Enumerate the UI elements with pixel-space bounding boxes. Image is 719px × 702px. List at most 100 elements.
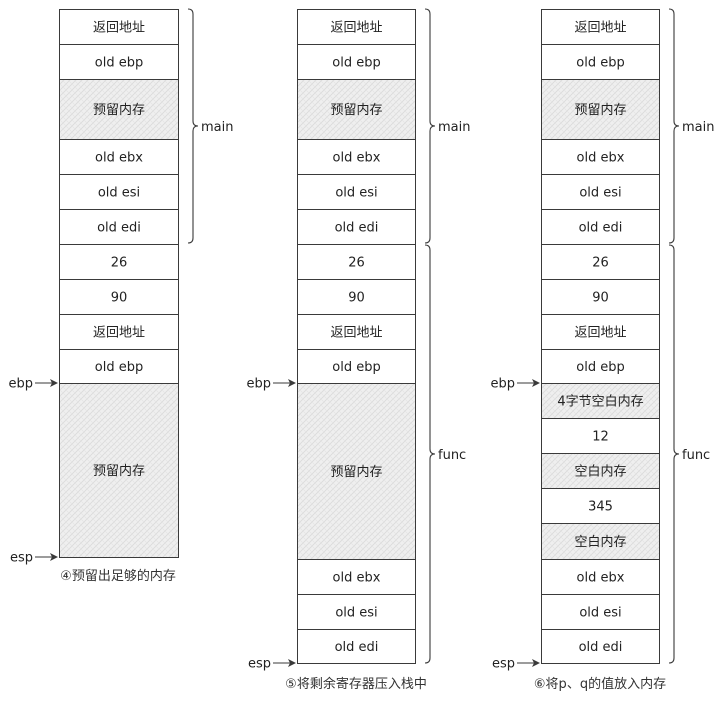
cell-label: old ebx	[577, 571, 625, 586]
ebp-label: ebp	[490, 377, 515, 392]
cell-box	[541, 9, 660, 45]
cell-label: 90	[348, 291, 365, 306]
cell-box	[297, 314, 416, 350]
stack-cell: 4字节空白内存	[541, 383, 660, 419]
cell-box	[59, 349, 179, 384]
cell-label: 4字节空白内存	[557, 394, 643, 410]
stack-cell: old ebx	[297, 139, 416, 175]
esp-label: esp	[492, 657, 515, 672]
stack-cell: old edi	[59, 209, 179, 245]
cell-label: 预留内存	[93, 102, 145, 118]
cell-box	[59, 279, 179, 315]
cell-label: 返回地址	[93, 21, 145, 36]
ebp-label: ebp	[246, 377, 271, 392]
brace-label: main	[682, 120, 714, 135]
cell-box	[541, 629, 660, 664]
cell-label: old ebp	[576, 56, 624, 71]
stack-cell: old ebp	[541, 44, 660, 80]
cell-label: 返回地址	[330, 21, 382, 36]
stack-cell: 返回地址	[541, 9, 660, 45]
brace-shape	[424, 244, 436, 664]
cell-box	[297, 9, 416, 45]
arrow-head-icon	[532, 379, 540, 387]
stack-cell: old esi	[297, 174, 416, 210]
cell-label: old ebx	[577, 151, 625, 166]
cell-label: old edi	[97, 221, 141, 236]
shaded-cell-box	[541, 453, 660, 489]
stack-cell: 返回地址	[59, 314, 179, 350]
stack-cell: 返回地址	[297, 314, 416, 350]
cell-label: old ebp	[332, 56, 380, 71]
cell-box	[297, 244, 416, 280]
stack-cell: old ebp	[59, 349, 179, 384]
cell-box	[541, 139, 660, 175]
stack-cell: old ebp	[297, 349, 416, 384]
stack-cell: 12	[541, 418, 660, 454]
arrow-head-icon	[50, 379, 58, 387]
stack-caption: ⑥将p、q的值放入内存	[534, 676, 666, 692]
cell-box	[297, 174, 416, 210]
stack-cell: old edi	[541, 209, 660, 245]
cell-label: old ebx	[333, 571, 381, 586]
stack-cell: old ebx	[297, 559, 416, 595]
stack-cell: 90	[541, 279, 660, 315]
cell-label: 返回地址	[574, 21, 626, 36]
ebp-pointer: ebp	[490, 377, 540, 392]
brace-label: main	[438, 120, 470, 135]
shaded-cell-box	[541, 383, 660, 419]
cell-box	[541, 488, 660, 524]
stack-cell: old ebx	[541, 139, 660, 175]
cell-label: old esi	[579, 186, 621, 201]
arrow-head-icon	[288, 379, 296, 387]
brace-func: func	[668, 244, 710, 664]
brace-main: main	[187, 8, 233, 244]
stack-cell: 26	[297, 244, 416, 280]
cell-label: 预留内存	[574, 102, 626, 118]
cell-label: old esi	[579, 606, 621, 621]
cell-box	[541, 349, 660, 384]
esp-pointer: esp	[248, 657, 296, 672]
cell-label: 返回地址	[93, 326, 145, 341]
stack-cell: 空白内存	[541, 453, 660, 489]
brace-shape	[187, 8, 199, 244]
shaded-cell-box	[297, 79, 416, 140]
cell-box	[59, 139, 179, 175]
stack-cell: old esi	[541, 594, 660, 630]
stack-cell: 返回地址	[59, 9, 179, 45]
stack-cell: 26	[59, 244, 179, 280]
stack-cell: old edi	[297, 209, 416, 245]
cell-label: 26	[592, 256, 609, 271]
stack-cell: old ebp	[541, 349, 660, 384]
cell-box	[297, 559, 416, 595]
cell-label: 26	[111, 256, 128, 271]
arrow-head-icon	[50, 553, 58, 561]
cell-label: old ebx	[95, 151, 143, 166]
ebp-label: ebp	[8, 377, 33, 392]
cell-box	[541, 279, 660, 315]
cell-label: old edi	[335, 221, 379, 236]
cell-label: 345	[588, 500, 613, 515]
brace-shape	[424, 8, 436, 244]
stack-cell: 预留内存	[297, 79, 416, 140]
ebp-pointer: ebp	[246, 377, 296, 392]
stack-cell: old ebp	[59, 44, 179, 80]
cell-label: 90	[111, 291, 128, 306]
cell-label: old ebx	[333, 151, 381, 166]
arrow-head-icon	[288, 659, 296, 667]
esp-label: esp	[10, 551, 33, 566]
brace-label: main	[201, 120, 233, 135]
shaded-cell-box	[59, 383, 179, 558]
stack-cell: 返回地址	[297, 9, 416, 45]
esp-pointer: esp	[10, 551, 58, 566]
stack-cell: old esi	[297, 594, 416, 630]
cell-label: old ebp	[332, 360, 380, 375]
cell-label: old edi	[579, 640, 623, 655]
stack-cell: 26	[541, 244, 660, 280]
cell-label: old esi	[335, 186, 377, 201]
ebp-pointer: ebp	[8, 377, 58, 392]
cell-box	[59, 9, 179, 45]
brace-func: func	[424, 244, 466, 664]
shaded-cell-box	[541, 523, 660, 560]
